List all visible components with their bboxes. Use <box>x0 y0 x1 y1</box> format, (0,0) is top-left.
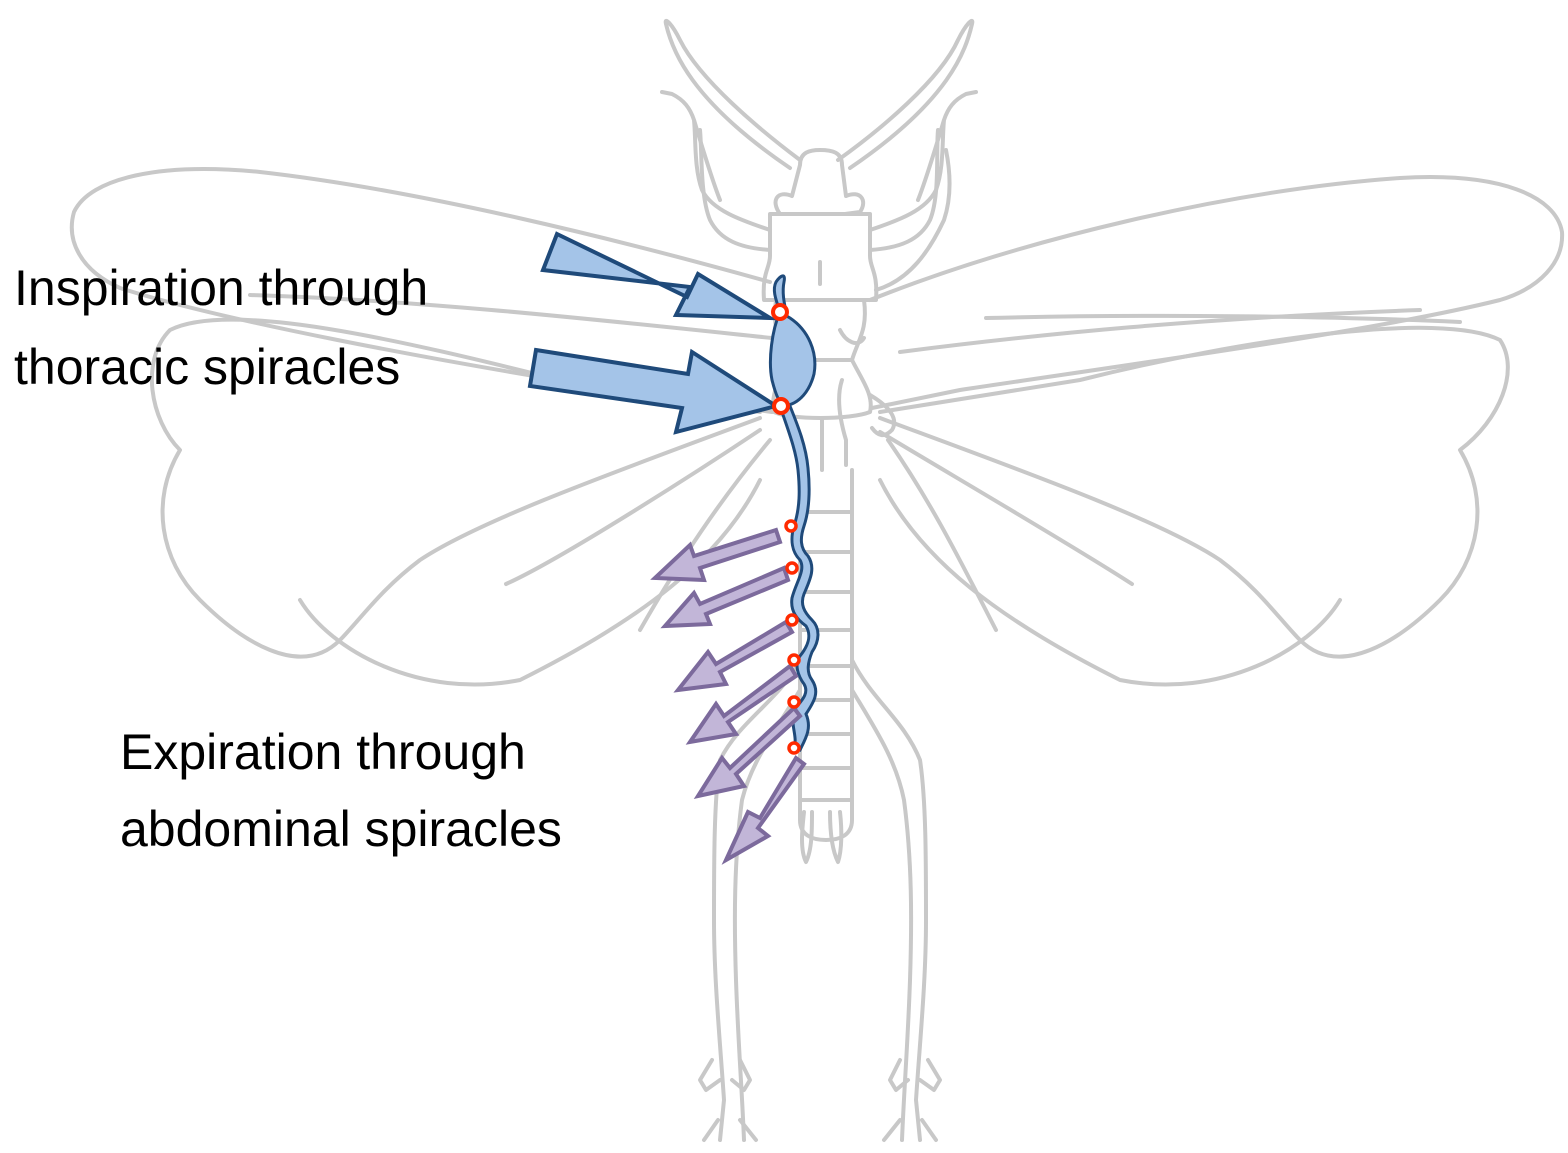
right-hind-leg <box>852 660 926 1140</box>
abdominal-spiracle-3 <box>787 615 797 625</box>
abdominal-spiracle-2 <box>787 563 797 573</box>
abdominal-spiracle-5 <box>789 697 799 707</box>
inspiration-label-line2: thoracic spiracles <box>14 335 400 399</box>
thorax-detail <box>839 380 846 465</box>
inspiration-arrow-1 <box>543 234 770 318</box>
insect-outline <box>72 21 1562 1140</box>
left-antenna <box>666 21 800 168</box>
right-hindwing-lower <box>880 480 1340 685</box>
inspiration-label-line1: Inspiration through <box>14 256 428 320</box>
air-sac <box>770 312 814 406</box>
thoracic-spiracle-2 <box>774 399 788 413</box>
thoracic-spiracle-1 <box>773 305 787 319</box>
head <box>776 150 864 214</box>
right-antenna <box>838 21 972 168</box>
abdominal-spiracle-4 <box>789 655 799 665</box>
expiration-arrows <box>655 530 804 860</box>
right-cercus <box>830 812 841 862</box>
expiration-label-line1: Expiration through <box>120 720 526 784</box>
thorax-side <box>870 395 894 435</box>
right-hind-foot <box>884 1060 940 1140</box>
right-forewing <box>870 177 1562 408</box>
right-front-leg <box>870 92 976 230</box>
expiration-arrow-1 <box>655 530 780 580</box>
abdominal-spiracle-1 <box>786 521 796 531</box>
abdominal-spiracle-6 <box>789 743 799 753</box>
left-hind-foot <box>700 1060 756 1140</box>
expiration-label-line2: abdominal spiracles <box>120 797 562 861</box>
right-hindwing-fold <box>880 432 1132 584</box>
left-hindwing-lower <box>300 480 760 685</box>
right-hindwing <box>880 328 1508 657</box>
right-hind-leg-2 <box>852 690 911 1140</box>
left-front-leg <box>662 92 770 230</box>
inspiration-arrow-2 <box>530 350 776 432</box>
